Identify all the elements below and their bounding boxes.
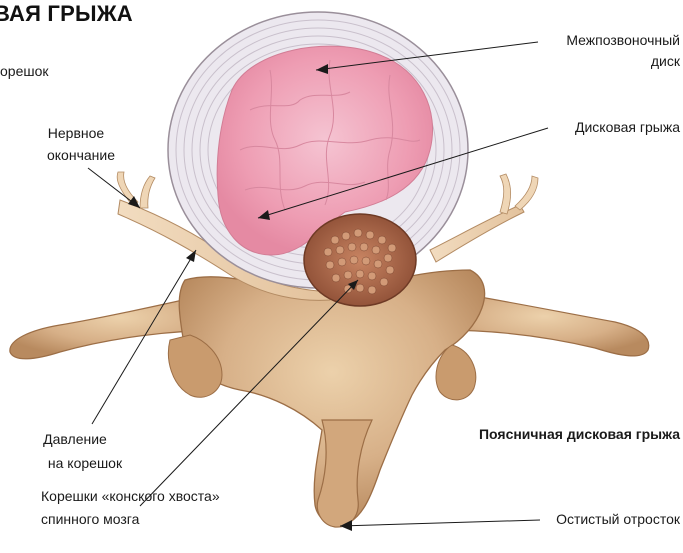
nerve-root-right-branch-a: [500, 174, 511, 214]
pointer-spinous: [340, 520, 540, 526]
label-spinous: Остистый отросток: [520, 510, 680, 529]
label-pressure-2: на корешок: [30, 454, 140, 473]
label-lumbar: Поясничная дисковая грыжа: [420, 425, 680, 444]
label-cauda-2: спинного мозга: [41, 510, 139, 529]
label-pressure-1: Давление: [30, 430, 120, 449]
nerve-root-right-branch-b: [515, 176, 538, 210]
label-koreshok-top: орешок: [0, 62, 49, 81]
nerve-root-left-branch-b: [140, 176, 155, 208]
label-disc-1: Межпозвоночный: [520, 31, 680, 50]
label-hernia: Дисковая грыжа: [520, 118, 680, 137]
label-nerve-ending-1: Нервное: [40, 124, 112, 143]
label-cauda-1: Корешки «конского хвоста»: [41, 487, 220, 506]
label-nerve-ending-2: окончание: [40, 146, 122, 165]
page-title: ВАЯ ГРЫЖА: [0, 1, 133, 27]
label-disc-2: диск: [600, 52, 680, 71]
